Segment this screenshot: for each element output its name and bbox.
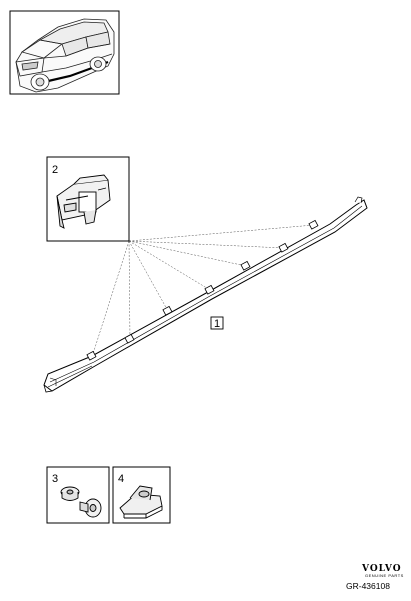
- car-illustration: [15, 18, 115, 93]
- nut-icon: [119, 485, 163, 519]
- callout-nut-label: 4: [118, 473, 124, 485]
- brand-block: VOLVO GENUINE PARTS GR-436108: [346, 564, 404, 591]
- detail-box-nut: 4: [112, 466, 171, 524]
- brand-tagline: GENUINE PARTS: [365, 573, 404, 578]
- brand-name: VOLVO: [361, 564, 402, 574]
- detail-box-clip: 2: [46, 156, 130, 242]
- leader-lines: [91, 224, 315, 358]
- detail-box-rivet: 3: [46, 466, 110, 524]
- strip-clips: [86, 219, 319, 361]
- vehicle-thumbnail: [9, 10, 120, 95]
- callout-rivet-label: 3: [52, 473, 58, 485]
- callout-strip-label: 1: [214, 318, 220, 330]
- callout-strip: 1: [210, 316, 224, 330]
- sill-strip: [43, 196, 368, 393]
- clip-icon: [56, 174, 111, 229]
- reference-number: GR-436108: [346, 581, 390, 591]
- callout-clip-label: 2: [52, 164, 58, 176]
- rivet-icon: [60, 486, 102, 518]
